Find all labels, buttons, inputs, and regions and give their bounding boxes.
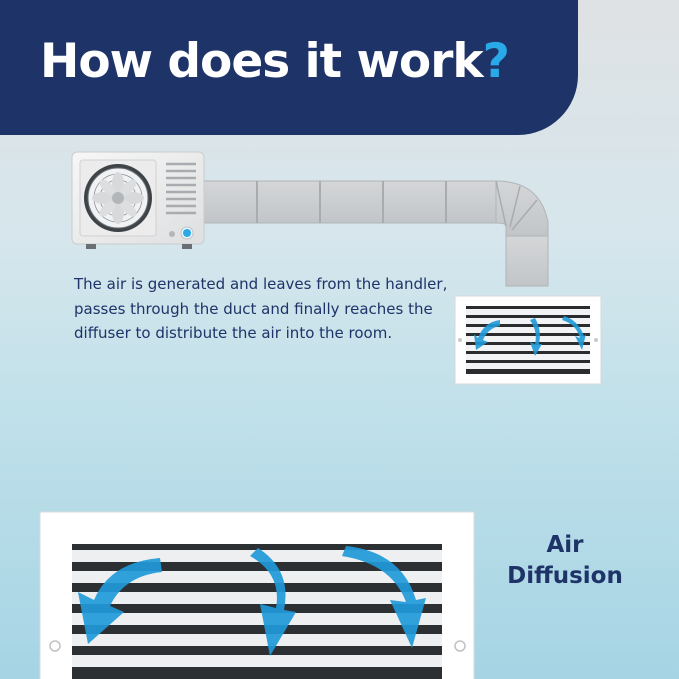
unit-button-icon [169, 231, 175, 237]
process-description: The air is generated and leaves from the… [74, 275, 448, 342]
fan-icon [84, 164, 152, 232]
airflow-arrow-icon [78, 546, 426, 656]
header-banner: How does it work? [0, 0, 578, 135]
page-title: How does it work? [40, 34, 510, 89]
air-handler-icon [71, 151, 205, 249]
duct-icon [195, 180, 549, 287]
unit-vent-slats [166, 162, 196, 215]
air-diffusion-line-2: Diffusion [507, 563, 623, 589]
title-text: How does it work [40, 34, 484, 89]
airflow-arrow-icon [474, 316, 586, 356]
air-diffusion-line-1: Air [546, 532, 584, 558]
indicator-light-icon [183, 229, 191, 237]
air-diffusion-label: Air Diffusion [480, 530, 650, 592]
question-mark: ? [482, 34, 510, 89]
large-diffuser-icon [39, 511, 475, 679]
diffuser-icon [454, 295, 602, 385]
